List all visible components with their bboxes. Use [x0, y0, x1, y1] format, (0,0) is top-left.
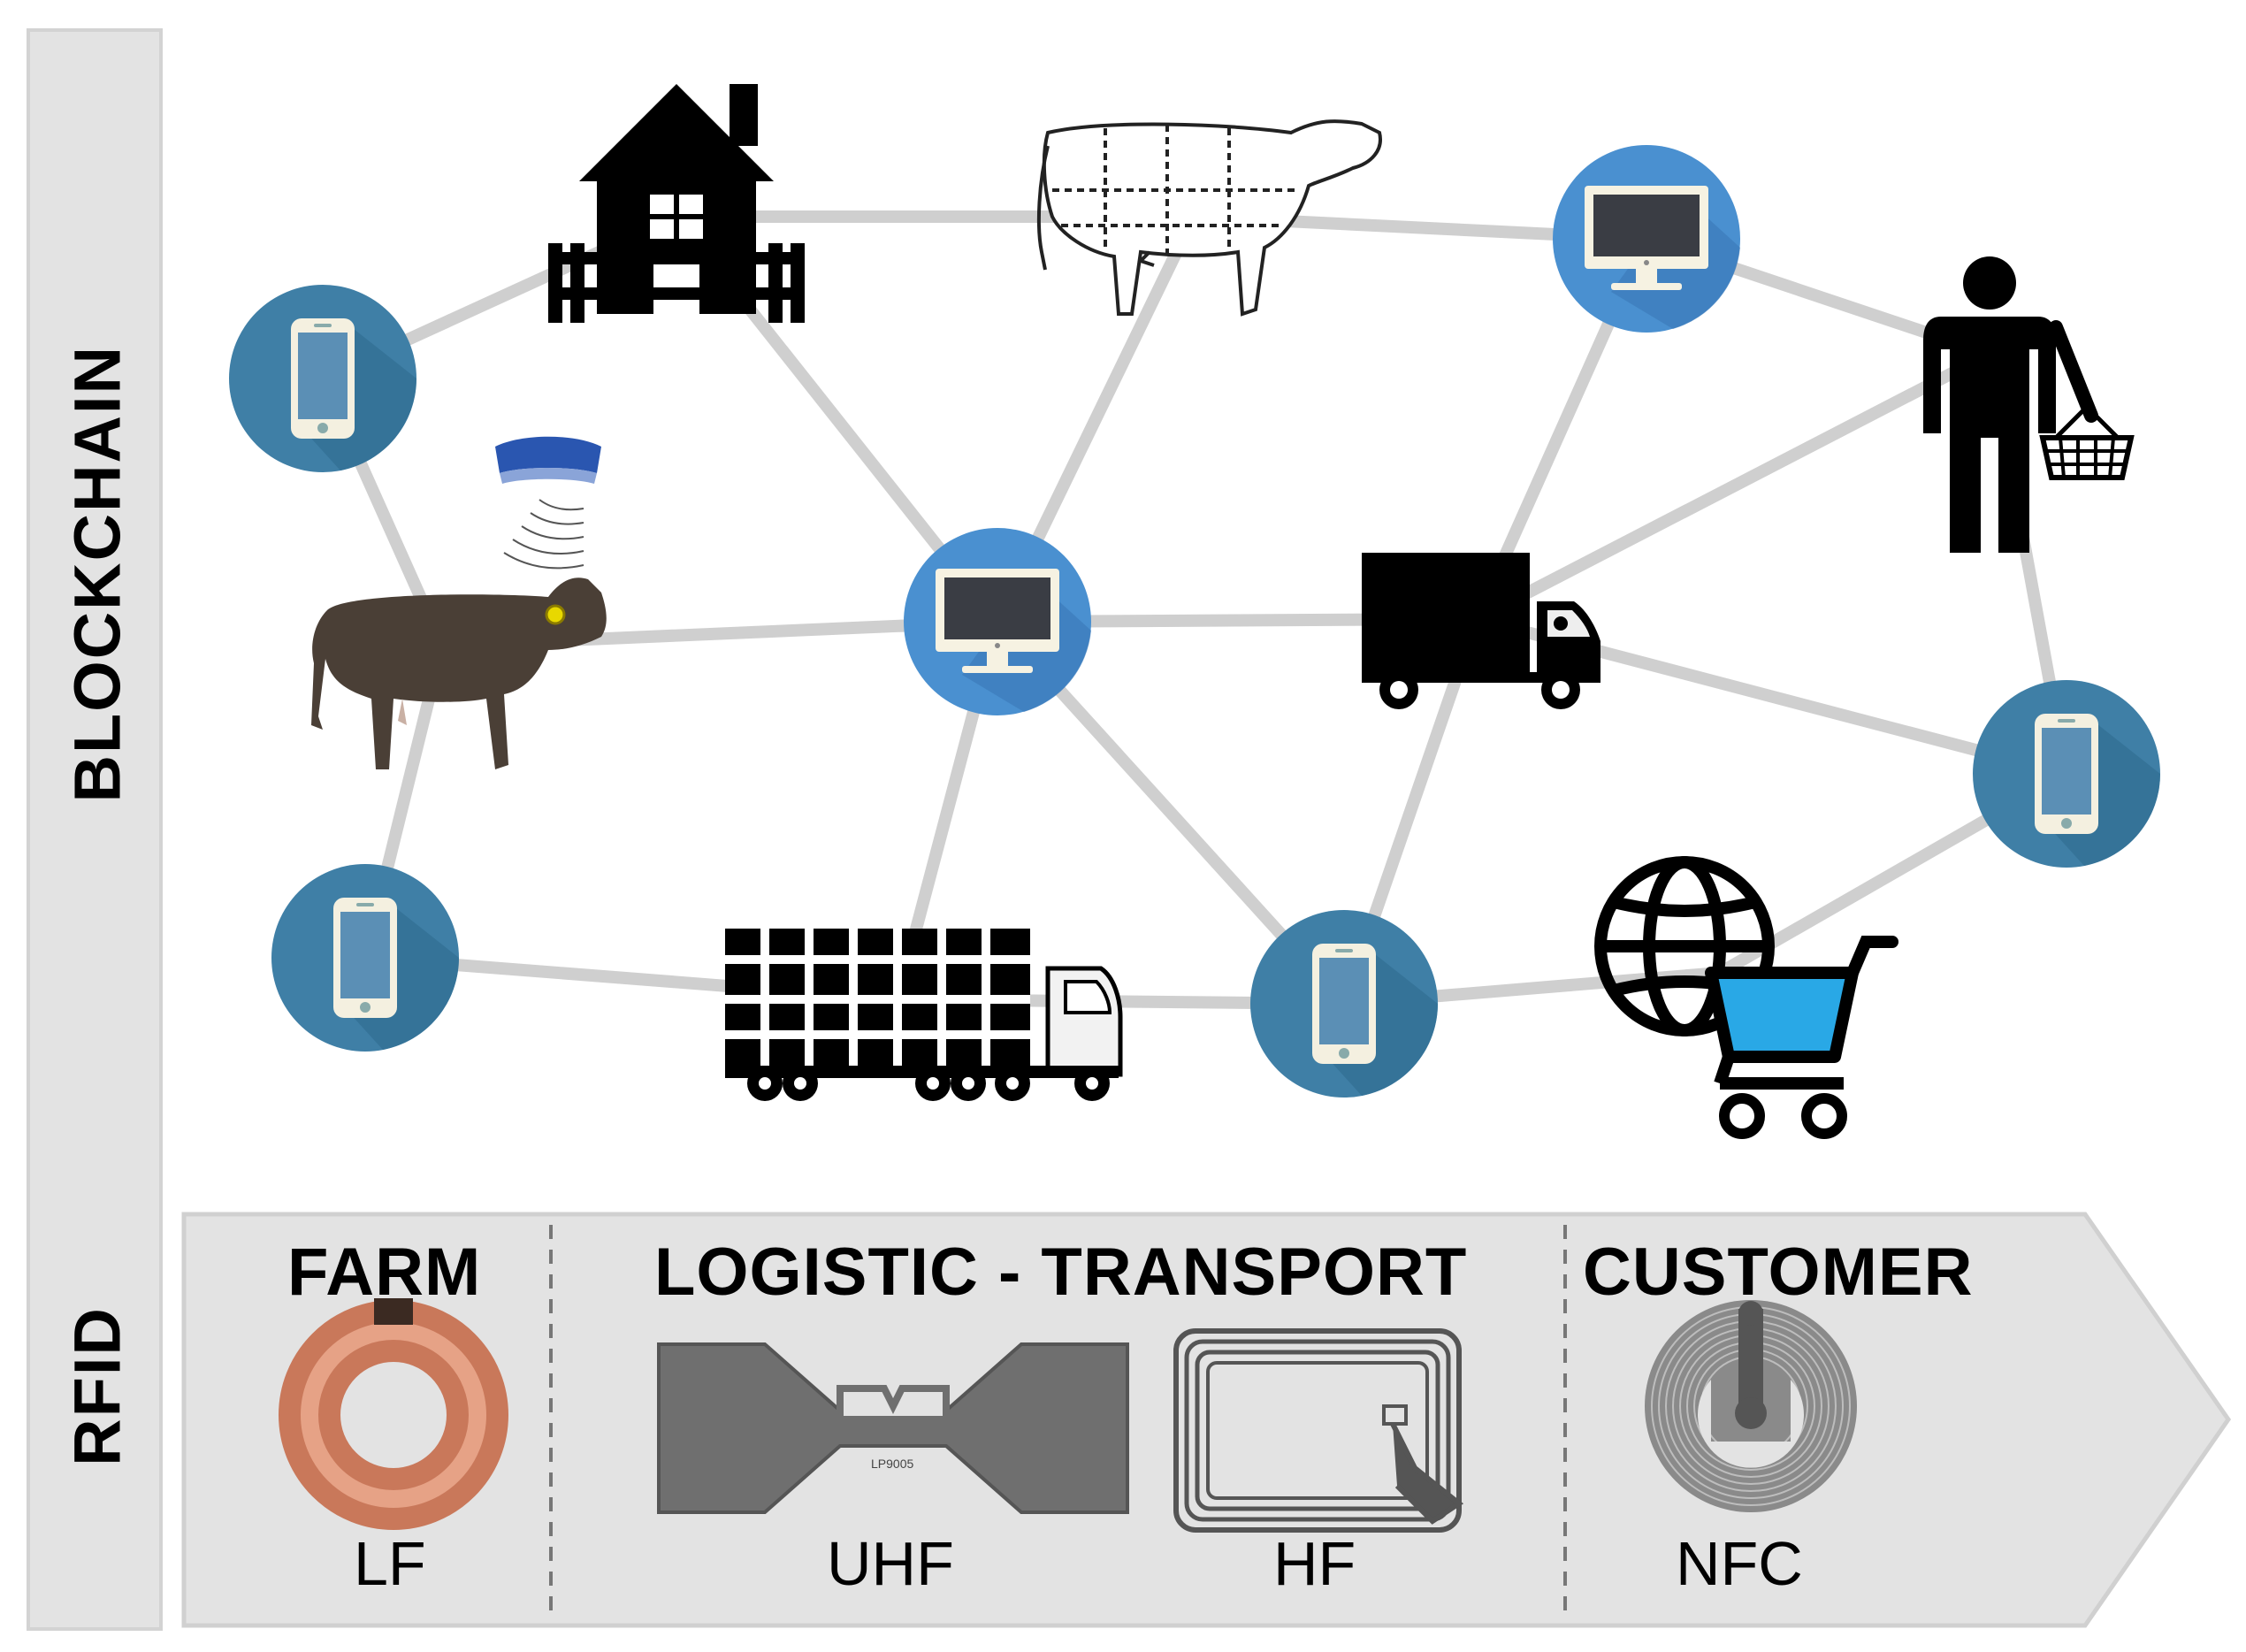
livestock-truck-icon — [725, 929, 1123, 1101]
tag-label-lf: LF — [354, 1529, 426, 1598]
stage-title-farm: FARM — [287, 1235, 482, 1310]
delivery-truck-icon — [1362, 553, 1600, 709]
stage-title-customer: CUSTOMER — [1583, 1235, 1974, 1310]
lf-coil-tag-icon — [279, 1298, 508, 1530]
tagged-cow-icon — [311, 577, 607, 769]
side-bar — [27, 28, 163, 1631]
stage-title-logistic-transport: LOGISTIC - TRANSPORT — [654, 1235, 1468, 1310]
smartphone-icon — [1250, 910, 1438, 1098]
rfid-side-label: RFID — [60, 1306, 134, 1466]
hf-coil-tag-icon — [1173, 1328, 1464, 1533]
online-shop-cart-icon — [1594, 856, 1898, 1139]
beef-cuts-cow-icon — [1036, 119, 1382, 317]
shopper-with-basket-icon — [1923, 256, 2135, 553]
blockchain-side-label: BLOCKCHAIN — [60, 345, 134, 803]
tag-label-hf: HF — [1273, 1529, 1356, 1598]
uhf-dipole-tag-icon: LP9005 — [657, 1342, 1129, 1514]
chip-marking: LP9005 — [871, 1457, 913, 1471]
rfid-reader-icon — [495, 436, 601, 570]
nfc-tag-icon — [1645, 1300, 1857, 1512]
tag-label-uhf: UHF — [827, 1529, 954, 1598]
computer-icon — [1553, 145, 1740, 333]
tag-label-nfc: NFC — [1676, 1529, 1803, 1598]
computer-icon — [904, 528, 1091, 715]
smartphone-icon — [1973, 680, 2160, 868]
network-edge — [1471, 348, 1996, 625]
smartphone-icon — [229, 285, 416, 472]
smartphone-icon — [271, 864, 459, 1052]
farm-house-icon — [548, 84, 805, 323]
